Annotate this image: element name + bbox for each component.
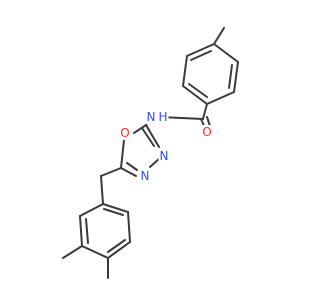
atom-label-background [119, 126, 131, 140]
chemical-structure-diagram: N H O O N N [62, 27, 239, 279]
bond-top-ring-inner-2 [188, 83, 208, 98]
amide-hydrogen-label: H [158, 110, 167, 124]
bond-oxa-c5-n4-double [126, 162, 138, 171]
carbonyl-oxygen-label: O [202, 125, 211, 139]
atom-label-background [158, 149, 170, 163]
bond-oxa-n3-c2 [145, 124, 160, 148]
amide-nitrogen-label: N [147, 110, 156, 124]
bond-oxa-n3-c2-double [141, 127, 155, 147]
bond-carbonyl-2 [206, 116, 211, 127]
ring-nitrogen-3-label: N [160, 149, 169, 163]
bond-ring-carbonyl [202, 103, 208, 120]
atom-label-background [139, 169, 151, 183]
bond-top-ring-e [233, 61, 239, 93]
bond-top-ring-b [182, 55, 188, 87]
bond-oxa-ch2 [100, 167, 122, 177]
bond-oxa-n4-n3 [149, 157, 161, 168]
bond-methyl-top [213, 27, 225, 45]
bond-low-ring-inner-2 [107, 239, 126, 253]
bond-oxa-o1-c5 [120, 139, 125, 169]
bond-top-ring-inner-1 [190, 50, 212, 61]
bond-top-ring-c [182, 85, 208, 105]
atom-label-background [145, 110, 157, 124]
bond-low-ring-f [102, 203, 129, 213]
ring-oxygen-label: O [120, 126, 129, 140]
bond-top-ring-d [206, 91, 235, 105]
bond-layer [62, 27, 239, 279]
bond-ch2-ring [100, 175, 104, 205]
bond-oxa-c2-o1 [133, 124, 147, 134]
bond-low-ring-inner-1 [85, 218, 89, 244]
bond-low-ring-inner-3 [103, 208, 124, 216]
bond-top-ring-a [186, 43, 215, 57]
bond-low-ring-e [127, 211, 131, 243]
bond-top-ring-inner-3 [228, 64, 233, 89]
bond-low-ring-b [79, 215, 83, 247]
atom-layer: N H O O N N [119, 110, 213, 183]
bond-low-ring-c [81, 245, 109, 259]
ring-nitrogen-4-label: N [141, 169, 150, 183]
bond-methyl-meta [62, 245, 83, 259]
atom-label-background [157, 110, 169, 124]
atom-label-background [201, 125, 213, 139]
bond-oxa-c5-n4 [120, 167, 137, 177]
bond-top-ring-f [213, 43, 239, 63]
bond-low-ring-a [79, 203, 104, 217]
bond-low-ring-d [107, 241, 131, 259]
